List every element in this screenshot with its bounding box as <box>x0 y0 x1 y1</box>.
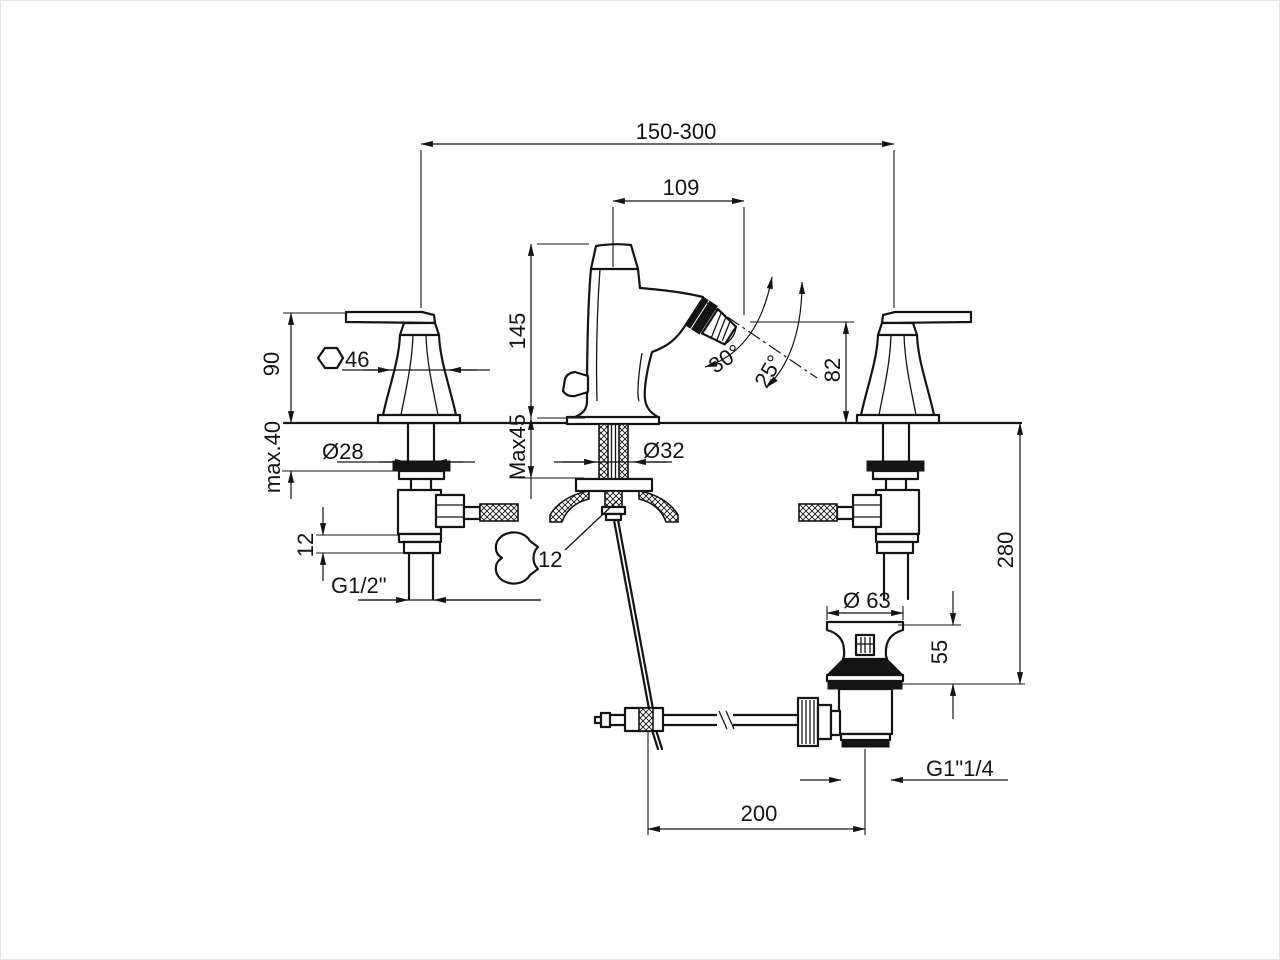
dim-12: 12 <box>293 507 405 581</box>
dim-90-label: 90 <box>259 352 284 376</box>
left-handle-valve <box>344 310 519 601</box>
mixer-base <box>565 415 661 426</box>
threaded-shank <box>618 423 629 480</box>
dim-spread-label: 150-300 <box>636 119 717 144</box>
dim-82-label: 82 <box>820 358 845 382</box>
handle-lever <box>344 310 437 325</box>
spout-top <box>638 286 705 299</box>
dim-reach-label: 109 <box>663 175 700 200</box>
hex-connector <box>434 493 466 529</box>
dim-280-label: 280 <box>993 532 1018 569</box>
dim-dia32: Ø32 <box>554 438 685 466</box>
dim-g12: G1/2" <box>331 573 541 604</box>
dim-max45-label: Max45 <box>505 414 530 480</box>
dim-82: 82 <box>750 321 854 424</box>
deck-wing-right <box>638 490 679 523</box>
dim-height-145: 145 <box>505 243 589 419</box>
deck-wing-left <box>549 490 590 523</box>
waste-gasket <box>825 658 905 676</box>
wrench-size-label: 12 <box>538 547 562 572</box>
dim-max40: max.40 <box>260 421 395 499</box>
dim-spread: 150-300 <box>420 119 895 308</box>
dim-reach: 109 <box>612 175 745 315</box>
center-mounting <box>549 423 679 523</box>
wrench-icon <box>494 531 540 585</box>
supply-hose <box>479 503 519 522</box>
dim-g114-label: G1"1/4 <box>926 756 994 781</box>
angle-arc-25 <box>766 281 806 388</box>
dim-handle-90: 90 <box>259 312 345 424</box>
dim-145-label: 145 <box>505 313 530 350</box>
lift-rod <box>612 518 664 751</box>
dim-200: 200 <box>647 732 866 835</box>
dim-g114: G1"1/4 <box>800 756 1008 784</box>
wrench-callout: 12 <box>494 500 618 585</box>
waste-body <box>837 687 894 736</box>
dim-200-label: 200 <box>741 801 778 826</box>
dim-dia28: Ø28 <box>322 439 475 466</box>
angle-25-label: 25° <box>749 351 787 392</box>
dim-46: 46 <box>316 346 490 374</box>
right-handle-valve <box>797 310 973 601</box>
mounting-flange <box>574 477 654 493</box>
center-mixer <box>561 243 738 426</box>
spout-bottom <box>650 324 687 354</box>
angle-30-label: 30° <box>704 339 746 378</box>
dim-dia28-label: Ø28 <box>322 439 364 464</box>
threaded-shank <box>598 423 609 480</box>
dim-dia32-label: Ø32 <box>643 438 685 463</box>
dim-46-label: 46 <box>345 347 369 372</box>
hex-nut-icon <box>316 346 345 370</box>
cartridge-cap <box>589 243 640 271</box>
dim-12-label: 12 <box>293 533 318 557</box>
dim-280: 280 <box>993 422 1024 685</box>
pop-up-waste <box>796 620 905 748</box>
dim-max45: Max45 <box>505 414 535 499</box>
valve-body <box>396 488 443 536</box>
gland-nut <box>796 696 820 748</box>
dim-dia63: Ø 63 <box>826 588 904 620</box>
wrench-leader <box>564 500 618 551</box>
horizontal-rod <box>593 706 799 733</box>
dim-55-label: 55 <box>927 640 952 664</box>
dim-g12-label: G1/2" <box>331 573 387 598</box>
rod-break-mark <box>718 710 728 730</box>
dim-55: 55 <box>898 591 1025 719</box>
dim-max40-label: max.40 <box>260 421 285 493</box>
side-knob <box>561 370 590 398</box>
dim-dia63-label: Ø 63 <box>843 588 891 613</box>
handle-base <box>376 413 462 425</box>
